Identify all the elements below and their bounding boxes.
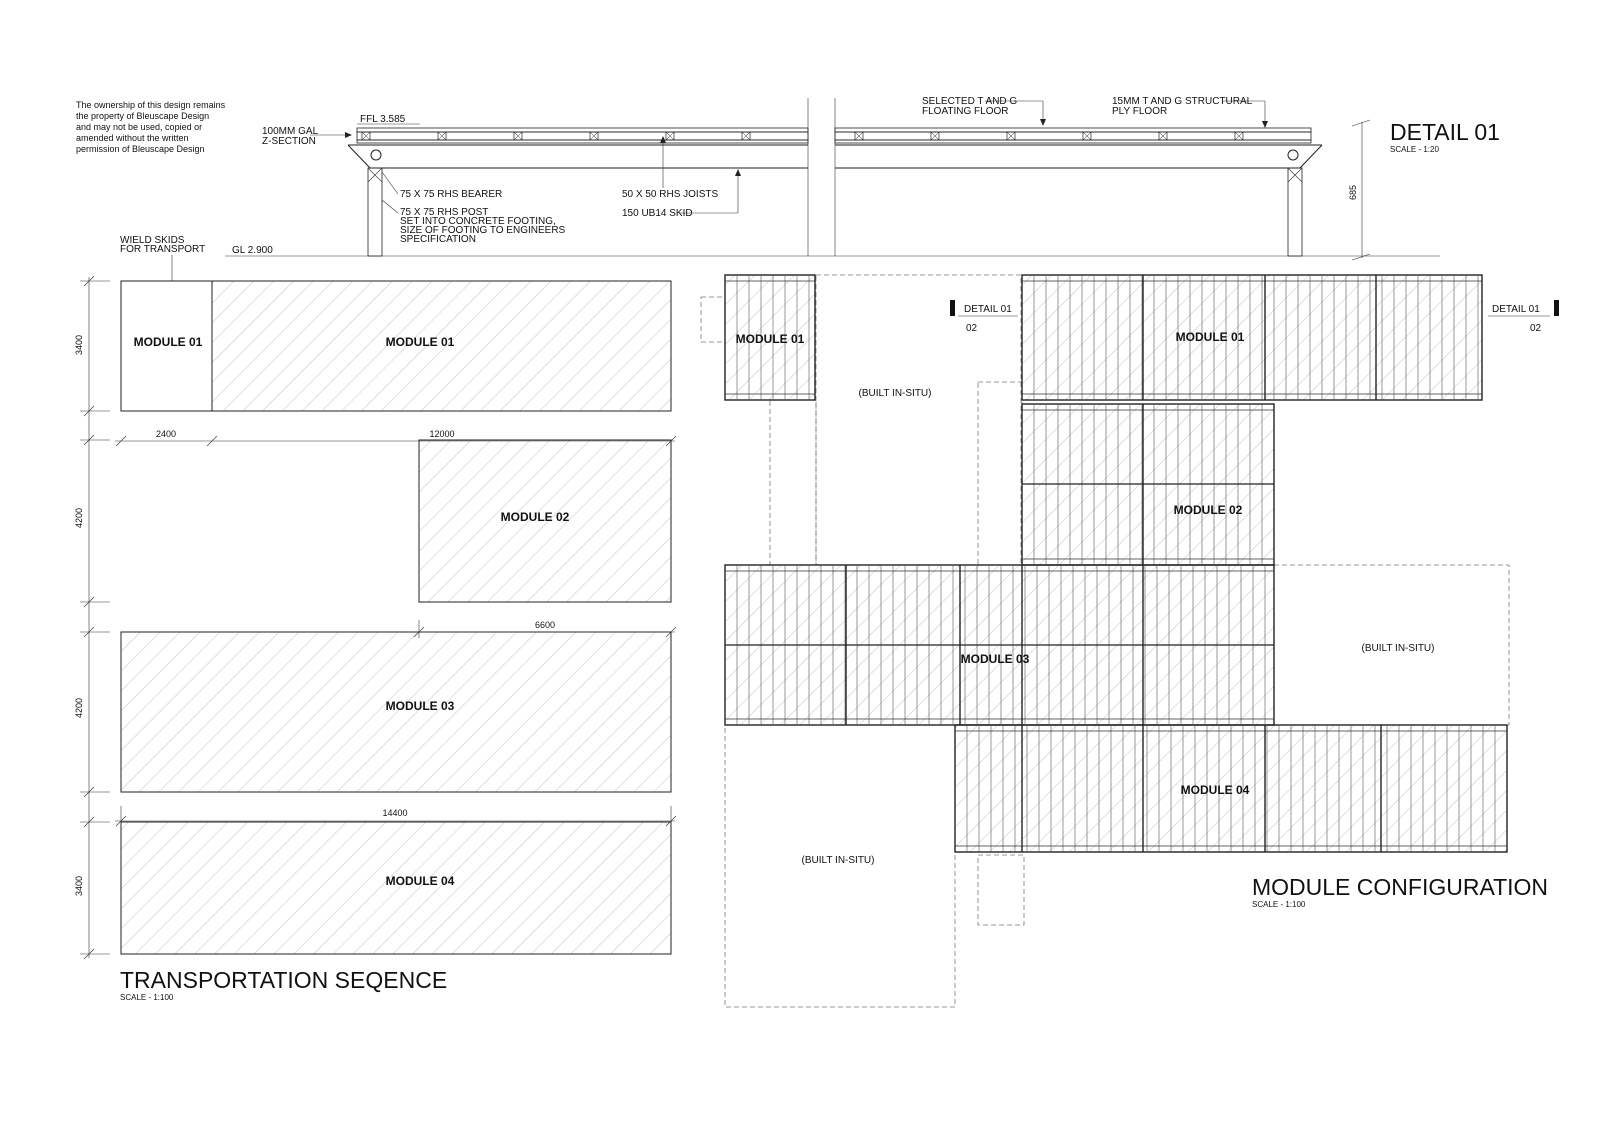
- post-left: [367, 167, 383, 257]
- deck-left: [347, 127, 809, 257]
- transport-module-01-small: [120, 280, 213, 412]
- transport-module-01: [120, 280, 672, 412]
- dim-6600: 6600: [535, 620, 555, 630]
- transport-module-01-large-label: MODULE 01: [386, 335, 455, 349]
- config-scale: SCALE - 1:100: [1252, 900, 1306, 909]
- callout-ply-floor-2: PLY FLOOR: [1112, 106, 1167, 117]
- joist: [437, 131, 447, 141]
- in-situ-zone-stair: [977, 381, 1023, 566]
- joist: [1234, 131, 1244, 141]
- dim-12000: 12000: [429, 429, 454, 439]
- in-situ-zone-top: [815, 274, 1022, 566]
- in-situ-zone-bottom-left: [724, 724, 956, 1008]
- module-configuration: MODULE 01 MODULE 01 MODULE 02 MODULE 03 …: [700, 274, 1559, 1008]
- ownership-note-line-4: amended without the written: [76, 133, 189, 143]
- config-module-01-right: [1021, 274, 1483, 401]
- transport-module-02: [418, 439, 672, 603]
- joist: [1082, 131, 1092, 141]
- detail-scale: SCALE - 1:20: [1390, 145, 1439, 154]
- section-marker-left-label: DETAIL 01: [964, 304, 1012, 315]
- callout-joists: 50 X 50 RHS JOISTS: [622, 189, 718, 200]
- callout-wield-skids-1: WIELD SKIDS: [120, 235, 185, 246]
- joist: [1158, 131, 1168, 141]
- detail-height-dim: 685: [1348, 185, 1358, 200]
- joist: [589, 131, 599, 141]
- config-module-01-right-label: MODULE 01: [1176, 330, 1245, 344]
- dim-h-4200-a: 4200: [74, 508, 84, 528]
- transportation-sequence: MODULE 01 MODULE 01 MODULE 02 MODULE 03 …: [74, 275, 677, 1002]
- callout-z-section-1: 100MM GAL: [262, 126, 319, 137]
- detail-01-section: FFL 3.585 100MM GAL Z-SECTION 75 X 75 RH…: [120, 96, 1500, 300]
- transport-module-03: [120, 631, 672, 793]
- section-marker-right: DETAIL 01 02: [1488, 300, 1559, 334]
- gl-level: GL 2.900: [232, 245, 273, 256]
- joist: [741, 131, 751, 141]
- callout-floating-floor-1: SELECTED T AND G: [922, 96, 1017, 107]
- config-module-01-left-label: MODULE 01: [736, 332, 805, 346]
- callout-wield-skids-2: FOR TRANSPORT: [120, 244, 205, 255]
- callout-post-2: SET INTO CONCRETE FOOTING,: [400, 216, 556, 227]
- config-module-02-label: MODULE 02: [1174, 503, 1243, 517]
- detail-title: DETAIL 01: [1390, 119, 1500, 145]
- joist: [854, 131, 864, 141]
- ownership-note: The ownership of this design remains the…: [76, 100, 226, 154]
- callout-floating-floor-2: FLOATING FLOOR: [922, 106, 1009, 117]
- section-marker-left-sheet: 02: [966, 323, 978, 334]
- dim-14400: 14400: [382, 808, 407, 818]
- transport-module-04-label: MODULE 04: [386, 874, 455, 888]
- in-situ-label-bottom: (BUILT IN-SITU): [802, 855, 875, 866]
- section-marker-right-sheet: 02: [1530, 323, 1542, 334]
- ffl-level: FFL 3.585: [360, 114, 406, 125]
- transport-module-02-label: MODULE 02: [501, 510, 570, 524]
- callout-post-1: 75 X 75 RHS POST: [400, 207, 488, 218]
- dim-h-3400-a: 3400: [74, 335, 84, 355]
- config-module-03-label: MODULE 03: [961, 652, 1030, 666]
- config-title: MODULE CONFIGURATION: [1252, 874, 1548, 900]
- callout-post-4: SPECIFICATION: [400, 234, 476, 245]
- callout-ply-floor-1: 15MM T AND G STRUCTURAL: [1112, 96, 1253, 107]
- config-module-01-left: [724, 274, 816, 401]
- post-right: [1287, 167, 1303, 257]
- ownership-note-line-2: the property of Bleuscape Design: [76, 111, 209, 121]
- joist: [930, 131, 940, 141]
- dim-h-4200-b: 4200: [74, 698, 84, 718]
- section-marker-right-label: DETAIL 01: [1492, 304, 1540, 315]
- in-situ-label-top: (BUILT IN-SITU): [859, 388, 932, 399]
- transport-title: TRANSPORTATION SEQENCE: [120, 967, 447, 993]
- callout-bearer: 75 X 75 RHS BEARER: [400, 189, 502, 200]
- transport-module-04: [120, 821, 672, 955]
- section-marker-left: DETAIL 01 02: [950, 300, 1018, 334]
- joist: [1006, 131, 1016, 141]
- transport-module-01-small-label: MODULE 01: [134, 335, 203, 349]
- dim-h-3400-b: 3400: [74, 876, 84, 896]
- dim-2400: 2400: [156, 429, 176, 439]
- joist: [361, 131, 371, 141]
- callout-skid: 150 UB14 SKID: [622, 208, 693, 219]
- in-situ-zone-top-left: [769, 399, 817, 566]
- ownership-note-line-5: permission of Bleuscape Design: [76, 144, 205, 154]
- config-module-04-label: MODULE 04: [1181, 783, 1250, 797]
- deck-right: [834, 127, 1323, 257]
- transport-scale: SCALE - 1:100: [120, 993, 174, 1002]
- callout-z-section-2: Z-SECTION: [262, 136, 316, 147]
- ownership-note-line-1: The ownership of this design remains: [76, 100, 226, 110]
- transport-module-03-label: MODULE 03: [386, 699, 455, 713]
- callout-post-3: SIZE OF FOOTING TO ENGINEERS: [400, 225, 566, 236]
- in-situ-zone-bottom-stair: [977, 854, 1025, 926]
- joist: [665, 131, 675, 141]
- ownership-note-line-3: and may not be used, copied or: [76, 122, 202, 132]
- step-stub: [700, 296, 726, 343]
- in-situ-label-right: (BUILT IN-SITU): [1362, 643, 1435, 654]
- joist: [513, 131, 523, 141]
